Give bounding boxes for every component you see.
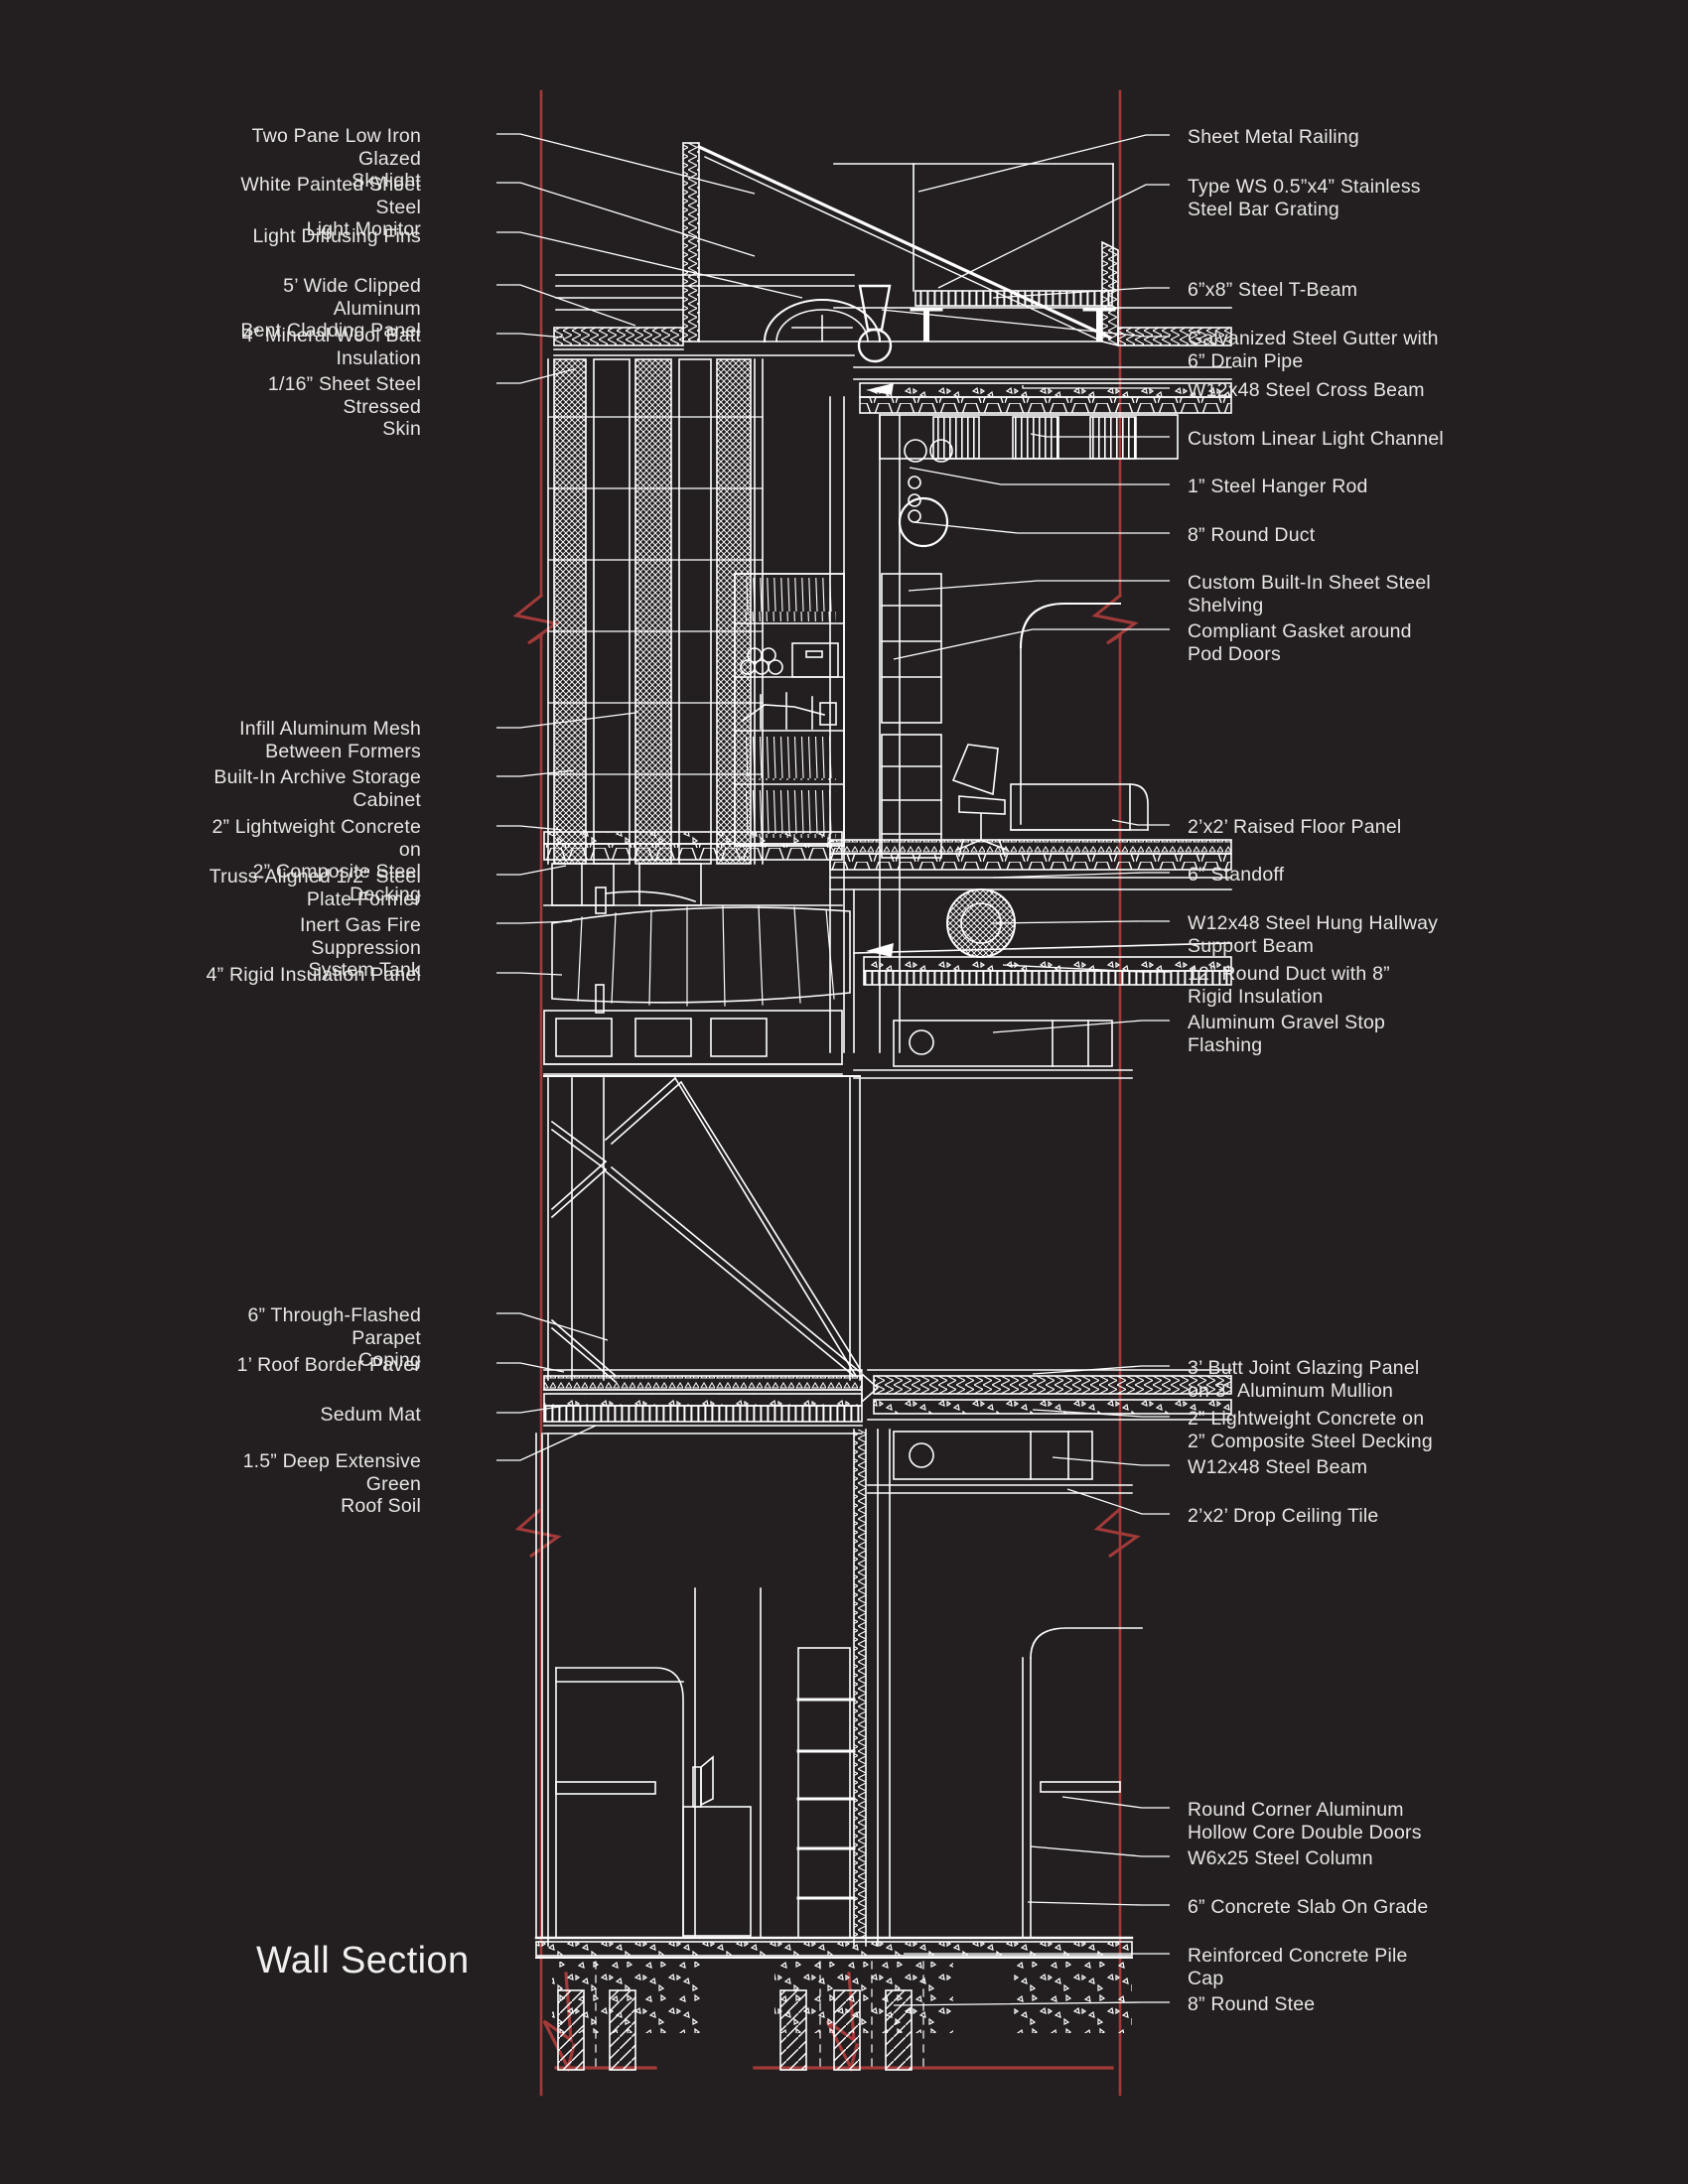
leader-sedum-mat	[496, 1405, 567, 1414]
leader-light-channel	[1030, 433, 1170, 438]
leader-cross-beam	[1022, 385, 1170, 389]
leader-lines-left	[496, 133, 803, 1461]
leader-parapet-coping	[496, 1312, 609, 1341]
leader-glazing-panel	[1032, 1365, 1170, 1375]
leader-sheet-metal-railing	[917, 134, 1170, 193]
roof-deck-and-railing	[833, 163, 1232, 380]
leader-lw-concrete-upper	[496, 825, 563, 831]
leader-lw-concrete-lower	[1032, 1409, 1170, 1418]
leader-drop-ceiling-tile	[1066, 1488, 1170, 1515]
steel-truss	[543, 1075, 864, 1384]
leader-bar-grating	[937, 184, 1170, 289]
leader-round-duct-8	[913, 521, 1170, 534]
leader-rigid-insulation	[496, 972, 563, 976]
lower-left-skin	[535, 1433, 543, 1939]
pod-door	[1019, 603, 1121, 825]
leader-standoff	[992, 872, 1170, 879]
leader-cladding-panel	[496, 284, 636, 327]
page-title: Wall Section	[256, 1940, 470, 1981]
leader-steel-column	[1030, 1845, 1170, 1857]
leader-green-roof-soil	[496, 1425, 597, 1461]
leader-t-beam	[992, 287, 1170, 299]
leader-fire-suppression	[496, 920, 573, 924]
leader-skylight	[496, 133, 756, 195]
leader-hanger-rod	[909, 467, 1170, 485]
fire-suppression-tank	[551, 887, 851, 1007]
rigid-insulation-band	[543, 984, 843, 1075]
leader-lines-right	[881, 134, 1170, 2006]
leader-pod-gasket	[893, 628, 1170, 660]
leader-raised-floor-panel	[1111, 819, 1170, 826]
leader-archive-cabinet	[496, 769, 575, 777]
leader-gravel-stop	[992, 1020, 1170, 1033]
leader-light-monitor	[496, 182, 756, 257]
leader-gutter	[881, 309, 1170, 338]
glazing-panel-assembly	[861, 1369, 1232, 1421]
leader-hallway-support-beam	[992, 920, 1170, 924]
leader-plate-former	[496, 865, 567, 876]
raised-floor-assembly	[829, 839, 1232, 890]
leader-slab-on-grade	[1027, 1901, 1170, 1906]
wall-cavity-formers	[547, 358, 764, 865]
light-monitor	[682, 142, 1119, 347]
hung-hallway-assembly	[853, 888, 1232, 1053]
upper-floor-slab	[543, 831, 843, 906]
leader-double-doors	[1061, 1796, 1170, 1809]
leader-steel-shelving	[908, 580, 1170, 592]
leader-steel-beam	[1052, 1456, 1170, 1466]
leader-roof-border-paver	[496, 1362, 565, 1373]
foundation	[534, 1936, 1134, 2074]
leader-light-fins	[496, 231, 803, 299]
mechanical-risers	[829, 396, 953, 1053]
leader-infill-mesh	[496, 712, 636, 729]
leader-round-duct-12	[1002, 964, 1170, 973]
lower-level	[547, 1429, 1143, 1947]
cross-beam-assembly	[859, 382, 1232, 414]
green-roof-assembly	[543, 1369, 863, 1434]
leader-stressed-skin	[496, 368, 575, 384]
built-in-steel-shelving	[881, 573, 942, 859]
gravel-stop-soffit	[853, 1020, 1133, 1079]
upper-cladding-assembly	[553, 274, 1232, 356]
grid-break-lower	[514, 1506, 1141, 1559]
linear-light-channel	[879, 414, 1179, 460]
leader-round-steel	[893, 2001, 1170, 2006]
drop-ceiling-assembly	[867, 1431, 1133, 1494]
leader-mineral-wool	[496, 333, 565, 339]
